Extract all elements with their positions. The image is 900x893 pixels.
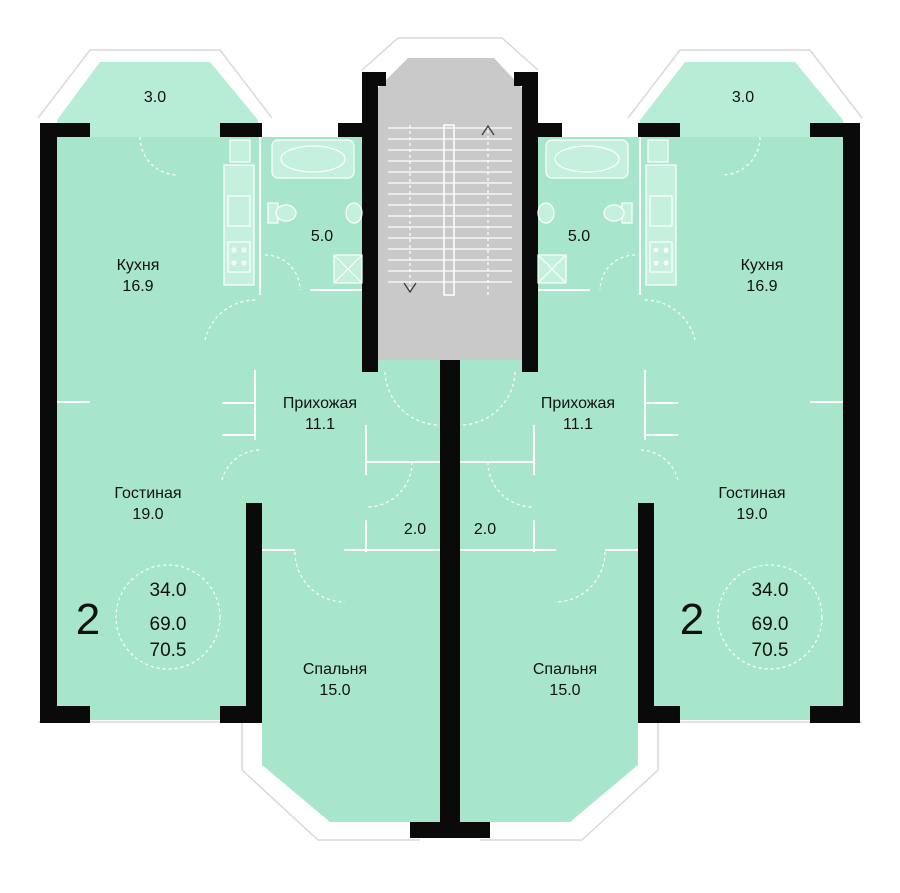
- left-total-area: 69.0: [150, 614, 187, 635]
- right-living-name: Гостиная: [718, 485, 785, 502]
- left-kitchen-area: 16.9: [122, 278, 153, 295]
- toilet-icon: [267, 202, 633, 224]
- left-kitchen-name: Кухня: [117, 257, 160, 274]
- stairs-icon: [388, 124, 512, 296]
- right-kitchen-name: Кухня: [741, 257, 784, 274]
- right-balcony: [640, 62, 843, 137]
- right-summary-circle: [717, 564, 823, 670]
- left-living-name: Гостиная: [114, 485, 181, 502]
- left-total-with-balcony: 70.5: [150, 640, 187, 661]
- right-living-area-total: 34.0: [752, 580, 789, 601]
- door-swings: [139, 136, 761, 603]
- left-storage-area: 2.0: [404, 521, 426, 538]
- left-living-area: 19.0: [132, 506, 163, 523]
- right-living-area: 19.0: [736, 506, 767, 523]
- right-hallway-name: Прихожая: [541, 395, 615, 412]
- left-room-count: 2: [76, 595, 100, 644]
- right-hallway-area: 11.1: [563, 416, 593, 433]
- right-storage-area: 2.0: [474, 521, 496, 538]
- left-hallway-name: Прихожая: [283, 395, 357, 412]
- left-apartment-floor: [57, 137, 440, 822]
- left-living-area-total: 34.0: [150, 580, 187, 601]
- walls: [40, 72, 860, 838]
- right-balcony-area: 3.0: [732, 89, 754, 106]
- right-bedroom-name: Спальня: [533, 661, 597, 678]
- stair-hall: [378, 58, 522, 360]
- right-kitchen-area: 16.9: [746, 278, 777, 295]
- right-apartment-floor: [460, 137, 843, 822]
- stove-icon: [227, 241, 673, 273]
- right-bedroom-area: 15.0: [549, 682, 580, 699]
- left-bathroom-area: 5.0: [311, 228, 333, 245]
- left-hallway-area: 11.1: [305, 416, 335, 433]
- left-apartment-labels: 3.0 5.0 Кухня 16.9 Гостиная 19.0 Прихожа…: [76, 89, 426, 699]
- right-total-with-balcony: 70.5: [752, 640, 789, 661]
- right-total-area: 69.0: [752, 614, 789, 635]
- right-room-count: 2: [680, 595, 704, 644]
- room-fills: [57, 58, 843, 822]
- left-bedroom-area: 15.0: [319, 682, 350, 699]
- left-summary-circle: [115, 564, 221, 670]
- left-balcony-area: 3.0: [144, 89, 166, 106]
- right-apartment-labels: 3.0 5.0 Кухня 16.9 Гостиная 19.0 Прихожа…: [474, 89, 789, 699]
- left-balcony: [57, 62, 258, 137]
- right-bathroom-area: 5.0: [568, 228, 590, 245]
- sink-icon: [227, 139, 673, 227]
- left-bedroom-name: Спальня: [303, 661, 367, 678]
- shower-tray: [333, 254, 567, 284]
- bathtub-icon: [271, 139, 629, 179]
